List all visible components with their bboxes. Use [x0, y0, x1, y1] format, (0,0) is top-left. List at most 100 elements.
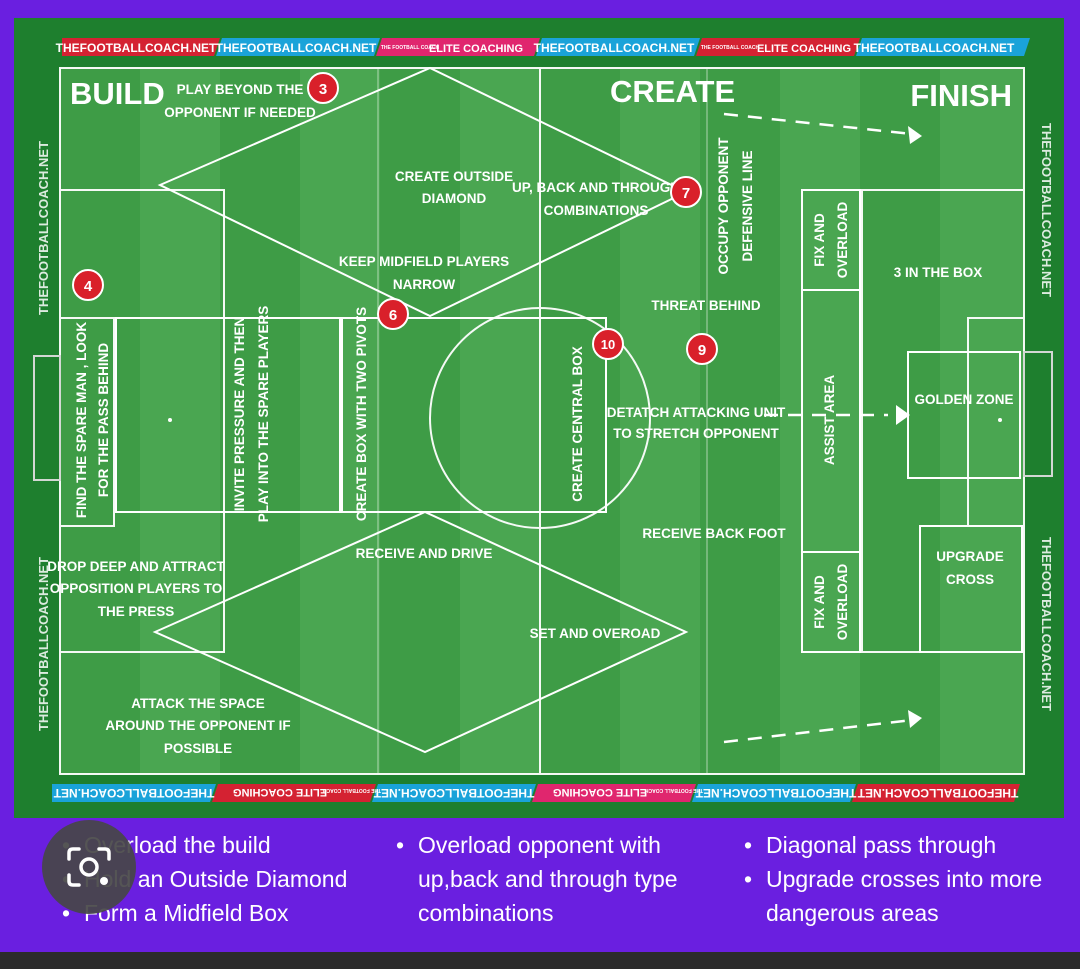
label-keep-narrow: KEEP MIDFIELD PLAYERS: [339, 254, 509, 269]
run-arrows: [723, 112, 913, 744]
banner-text: THEFOOTBALLCOACH.NET: [857, 786, 1018, 800]
svg-text:3: 3: [319, 81, 327, 98]
watermark-right-bottom: THEFOOTBALLCOACH.NET: [1039, 537, 1054, 711]
label-up-back-through-2: COMBINATIONS: [544, 203, 649, 218]
label-assist-area: ASSIST AREA: [822, 375, 837, 466]
label-up-back-through: UP, BACK AND THROUGH: [512, 180, 680, 195]
banner-text: THEFOOTBALLCOACH.NET: [373, 786, 534, 800]
watermark-right-top: THEFOOTBALLCOACH.NET: [1039, 123, 1054, 297]
label-keep-narrow-2: NARROW: [393, 277, 455, 292]
lens-search-button[interactable]: [42, 820, 136, 914]
summary-bullets: Overload the build Hold an Outside Diamo…: [0, 828, 1080, 948]
badge-6: 6: [377, 298, 409, 330]
watermark-left-bottom: THEFOOTBALLCOACH.NET: [36, 557, 51, 731]
label-drop-deep: DROP DEEP AND ATTRACT: [47, 559, 225, 574]
build-box: [115, 317, 341, 513]
banner-top: THEFOOTBALLCOACH.NET THEFOOTBALLCOACH.NE…: [56, 38, 1030, 56]
label-drop-deep-2: OPPOSITION PLAYERS TO: [50, 581, 223, 596]
svg-text:9: 9: [698, 342, 706, 359]
bullet-item: Overload opponent with up,back and throu…: [394, 828, 714, 930]
label-play-beyond-2: OPPONENT IF NEEDED: [164, 105, 316, 120]
bullet-item: Upgrade crosses into more dangerous area…: [742, 862, 1072, 930]
label-attack-space: ATTACK THE SPACE: [131, 696, 265, 711]
banner-text: ELITE COACHING: [553, 786, 647, 798]
label-drop-deep-3: THE PRESS: [98, 604, 175, 619]
badge-7: 7: [670, 176, 702, 208]
outside-diamond-bottom: [152, 510, 689, 754]
side-watermarks: THEFOOTBALLCOACH.NET THEFOOTBALLCOACH.NE…: [36, 123, 1054, 731]
arrow-heads: [896, 126, 922, 728]
upgrade-cross-box: [919, 525, 1023, 653]
label-receive-back-foot: RECEIVE BACK FOOT: [642, 526, 786, 541]
svg-text:10: 10: [601, 337, 615, 352]
label-detatch: DETATCH ATTACKING UNIT: [607, 405, 786, 420]
phase-create-title: CREATE: [610, 74, 735, 109]
label-central-box: CREATE CENTRAL BOX: [570, 346, 585, 502]
phase-build-title: BUILD: [70, 76, 165, 111]
label-play-beyond: PLAY BEYOND THE: [177, 82, 304, 97]
pitch-stripes: [60, 68, 1024, 774]
banner-logo-text: THE FOOTBALL COACH: [644, 787, 703, 793]
arrow-top: [723, 112, 913, 136]
label-fix-overload-top-2: OVERLOAD: [835, 202, 850, 279]
banner-text: ELITE COACHING: [429, 43, 523, 55]
label-two-pivots: CREATE BOX WITH TWO PIVOTS: [354, 307, 369, 521]
label-invite-pressure: INVITE PRESSURE AND THEN: [232, 317, 247, 512]
fix-overload-bottom-box: [801, 551, 861, 653]
banner-bottom: THEFOOTBALLCOACH.NET ELITE COACHING THEF…: [52, 784, 1020, 802]
phase-finish-title: FINISH: [910, 78, 1012, 113]
banner-text: THEFOOTBALLCOACH.NET: [216, 41, 377, 55]
svg-text:7: 7: [682, 185, 690, 202]
banner-logo-text: THE FOOTBALL COACH: [701, 45, 760, 51]
banner-logo-text: THE FOOTBALL COACH: [381, 45, 440, 51]
svg-text:6: 6: [389, 307, 397, 324]
banner-text: THEFOOTBALLCOACH.NET: [695, 786, 856, 800]
bullet-column-create: Overload opponent with up,back and throu…: [394, 828, 714, 930]
pitch-markings: [33, 67, 1053, 775]
system-nav-bar: [0, 952, 1080, 969]
label-upgrade: UPGRADE: [936, 549, 1004, 564]
banner-logo-text: THE FOOTBALL COACH: [322, 787, 381, 793]
banner-text: THEFOOTBALLCOACH.NET: [854, 41, 1015, 55]
label-upgrade-2: CROSS: [946, 572, 994, 587]
badge-3: 3: [307, 72, 339, 104]
label-invite-pressure-2: PLAY INTO THE SPARE PLAYERS: [256, 306, 271, 523]
left-goal: [33, 355, 61, 481]
banner-text: THEFOOTBALLCOACH.NET: [53, 786, 214, 800]
badges: 3 4 6 7 9 10: [72, 72, 718, 365]
label-set-overload: SET AND OVEROAD: [530, 626, 661, 641]
banner-text: ELITE COACHING: [757, 43, 851, 55]
label-fix-overload-top: FIX AND: [812, 213, 827, 267]
right-goal: [1023, 351, 1053, 477]
banner-text: ELITE COACHING: [233, 786, 327, 798]
label-three-in-box: 3 IN THE BOX: [894, 265, 983, 280]
lens-camera-icon: [67, 847, 111, 887]
label-occupy: OCCUPY OPPONENT: [716, 137, 731, 275]
label-attack-space-3: POSSIBLE: [164, 741, 232, 756]
label-outside-diamond: CREATE OUTSIDE: [395, 169, 513, 184]
label-fix-overload-bottom-2: OVERLOAD: [835, 564, 850, 641]
label-receive-drive: RECEIVE AND DRIVE: [356, 546, 493, 561]
bullet-item: Form a Midfield Box: [60, 896, 390, 930]
label-outside-diamond-2: DIAMOND: [422, 191, 487, 206]
midfield-box: [341, 317, 607, 513]
bullet-item: Diagonal pass through: [742, 828, 1072, 862]
arrow-bottom: [723, 718, 913, 744]
bullet-column-finish: Diagonal pass through Upgrade crosses in…: [742, 828, 1072, 930]
badge-4: 4: [72, 269, 104, 301]
svg-text:4: 4: [84, 278, 93, 295]
centre-circle: [429, 307, 651, 529]
label-spare-man: FIND THE SPARE MAN , LOOK: [74, 322, 89, 519]
badge-9: 9: [686, 333, 718, 365]
label-fix-overload-bottom: FIX AND: [812, 575, 827, 629]
banner-text: THEFOOTBALLCOACH.NET: [534, 41, 695, 55]
watermark-left-top: THEFOOTBALLCOACH.NET: [36, 141, 51, 315]
label-golden-zone: GOLDEN ZONE: [914, 392, 1013, 407]
label-threat-behind: THREAT BEHIND: [651, 298, 760, 313]
banner-text: THEFOOTBALLCOACH.NET: [56, 41, 217, 55]
label-attack-space-2: AROUND THE OPPONENT IF: [105, 718, 290, 733]
label-occupy-2: DEFENSIVE LINE: [740, 150, 755, 261]
label-spare-man-2: FOR THE PASS BEHIND: [96, 343, 111, 498]
label-detatch-2: TO STRETCH OPPONENT: [613, 426, 779, 441]
